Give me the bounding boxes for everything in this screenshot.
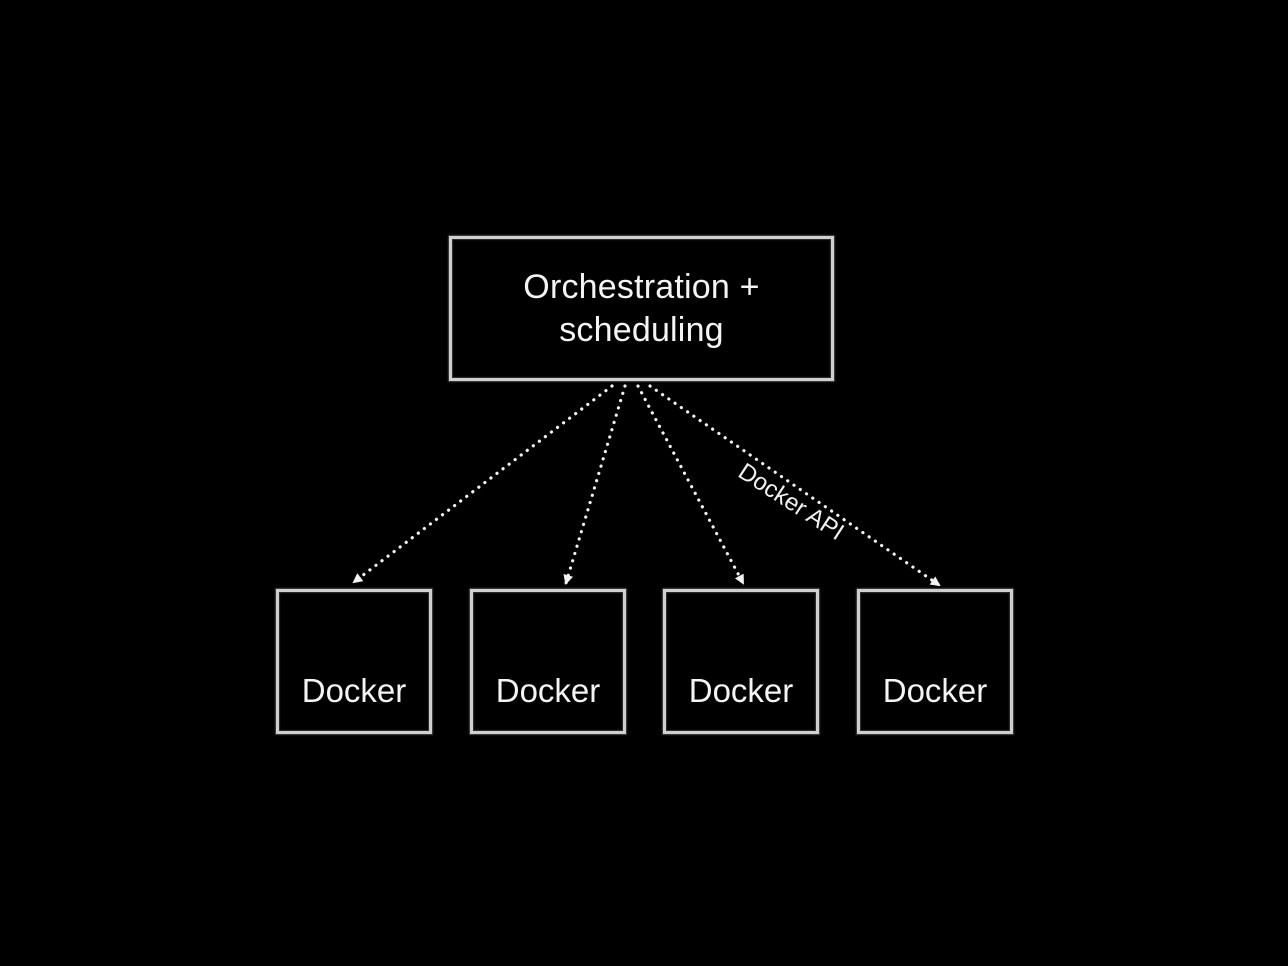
docker-node-1: Docker xyxy=(276,589,432,734)
orchestration-label-line1: Orchestration + xyxy=(523,267,760,306)
docker-node-label: Docker xyxy=(688,672,794,709)
docker-node-2: Docker xyxy=(470,589,626,734)
docker-node-3: Docker xyxy=(663,589,819,734)
docker-node-label: Docker xyxy=(495,672,601,709)
arrow-to-docker-1 xyxy=(352,384,614,584)
arrow-to-docker-4 xyxy=(648,384,941,587)
docker-node-label: Docker xyxy=(301,672,407,709)
arrow-to-docker-3 xyxy=(636,384,745,585)
orchestration-box: Orchestration + scheduling xyxy=(449,236,834,381)
orchestration-label-line2: scheduling xyxy=(559,310,724,349)
arrow-to-docker-2 xyxy=(563,384,627,585)
docker-node-4: Docker xyxy=(857,589,1013,734)
docker-node-label: Docker xyxy=(882,672,988,709)
